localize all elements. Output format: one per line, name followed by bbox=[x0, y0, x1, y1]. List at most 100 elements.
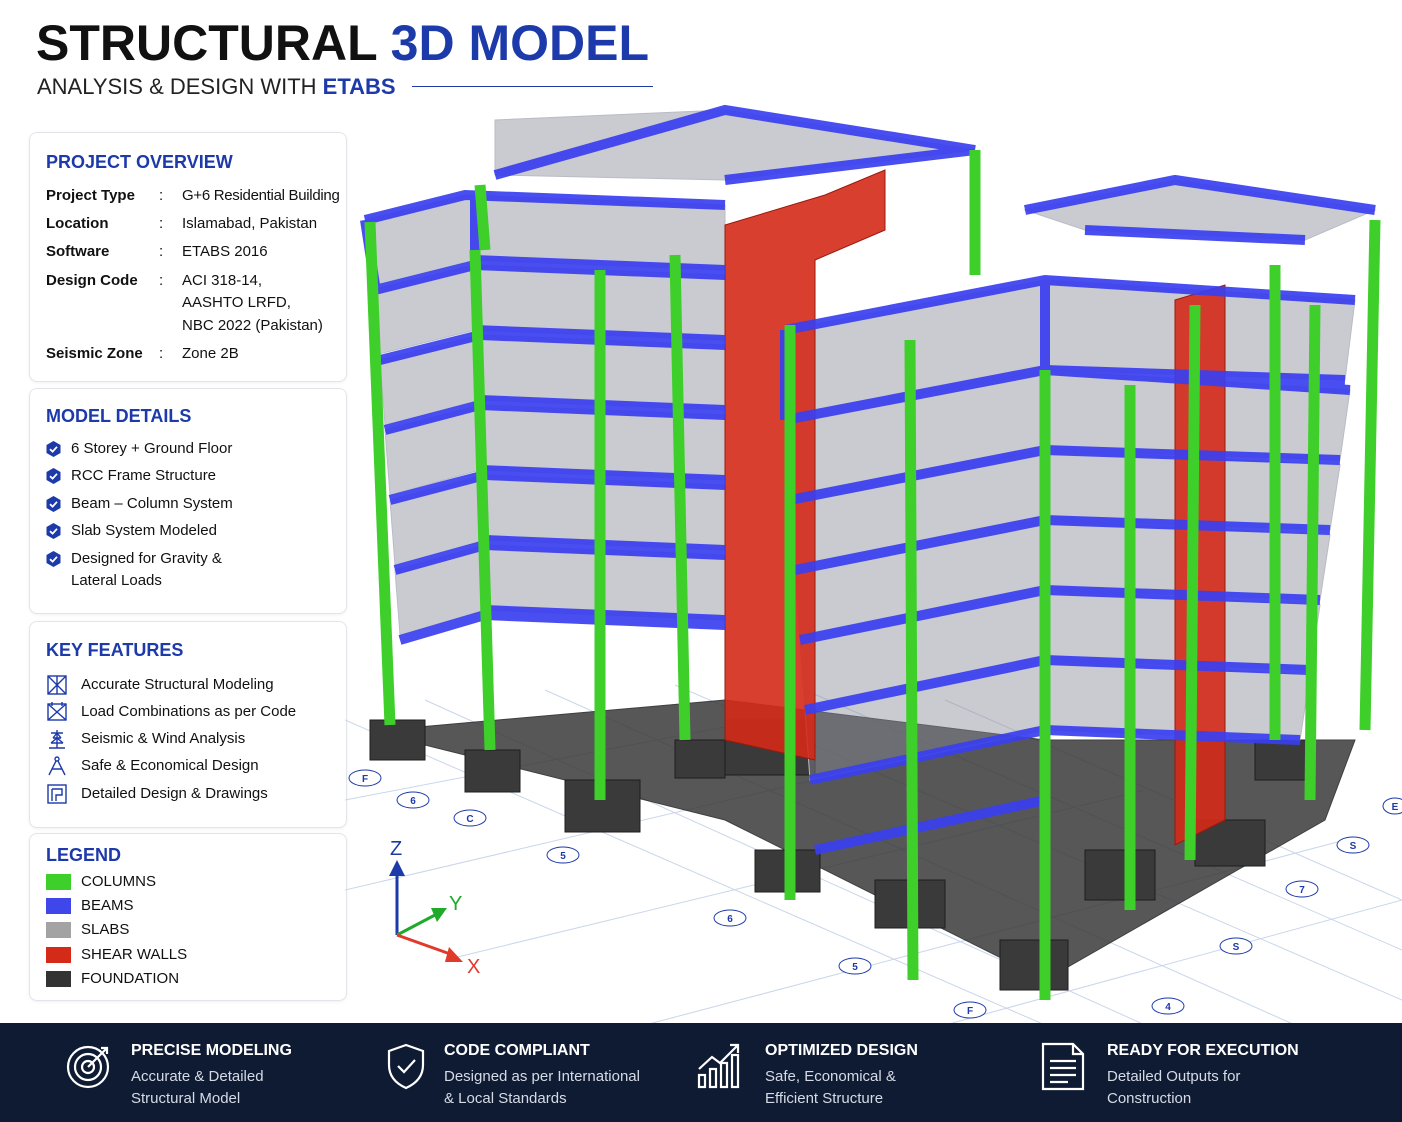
overview-colon: : bbox=[159, 243, 164, 260]
footer-bar: PRECISE MODELING Accurate & Detailed Str… bbox=[0, 1023, 1402, 1122]
svg-text:5: 5 bbox=[852, 962, 858, 973]
y-axis bbox=[396, 913, 436, 937]
subtitle-main: ANALYSIS & DESIGN WITH bbox=[37, 74, 317, 99]
overview-key: Location bbox=[46, 215, 109, 232]
shield-check-icon bbox=[387, 1043, 425, 1090]
key-feature-label: Safe & Economical Design bbox=[81, 757, 259, 774]
svg-text:6: 6 bbox=[727, 914, 733, 925]
x-axis bbox=[396, 933, 454, 957]
model-detail-label: Slab System Modeled bbox=[71, 522, 217, 539]
footer-title: READY FOR EXECUTION bbox=[1107, 1042, 1299, 1059]
grid-bubble: 6 bbox=[396, 791, 430, 809]
seismic-tower-icon bbox=[49, 730, 65, 749]
footer-item-ready-for-execution: READY FOR EXECUTION Detailed Outputs for… bbox=[1040, 1023, 1380, 1122]
legend-swatch bbox=[46, 922, 71, 938]
legend-label: BEAMS bbox=[81, 897, 134, 914]
footer-item-precise-modeling: PRECISE MODELING Accurate & Detailed Str… bbox=[65, 1023, 365, 1122]
blueprint-drawing-icon bbox=[47, 784, 67, 804]
overview-value: G+6 Residential Building bbox=[182, 187, 340, 204]
project-overview-heading: PROJECT OVERVIEW bbox=[46, 152, 233, 172]
svg-text:C: C bbox=[466, 814, 473, 825]
key-features-heading: KEY FEATURES bbox=[46, 640, 184, 660]
model-details-card: MODEL DETAILS 6 Storey + Ground Floor RC… bbox=[29, 388, 347, 614]
check-badge-icon bbox=[46, 523, 61, 539]
check-badge-icon bbox=[46, 551, 61, 567]
subtitle-divider bbox=[412, 86, 653, 87]
key-feature-label: Accurate Structural Modeling bbox=[81, 676, 274, 693]
overview-value-line: AASHTO LRFD, bbox=[182, 294, 291, 311]
key-features-card: KEY FEATURES Accurate Structural Modelin… bbox=[29, 621, 347, 828]
page-subtitle: ANALYSIS & DESIGN WITH ETABS bbox=[37, 74, 396, 100]
legend-label: SHEAR WALLS bbox=[81, 946, 188, 963]
coordinate-axes: Z Y X bbox=[389, 838, 480, 978]
grid-bubble: 5 bbox=[838, 957, 872, 975]
footer-desc-line: Accurate & Detailed bbox=[131, 1068, 264, 1085]
svg-text:5: 5 bbox=[560, 851, 566, 862]
x-axis-label: X bbox=[467, 956, 480, 978]
footer-desc-line: Structural Model bbox=[131, 1090, 241, 1107]
title-main: STRUCTURAL bbox=[36, 15, 377, 71]
model-detail-label: 6 Storey + Ground Floor bbox=[71, 440, 233, 457]
footer-title: CODE COMPLIANT bbox=[444, 1042, 590, 1059]
grid-bubble: C bbox=[453, 809, 487, 827]
overview-key: Software bbox=[46, 243, 110, 260]
overview-key: Project Type bbox=[46, 187, 135, 204]
overview-value: Islamabad, Pakistan bbox=[182, 215, 318, 232]
grid-bubble: S bbox=[1336, 836, 1370, 854]
structural-3d-model: F 6 C 5 6 5 F 4 S 7 S E bbox=[345, 104, 1402, 1025]
title-accent: 3D MODEL bbox=[390, 15, 649, 71]
overview-colon: : bbox=[159, 215, 164, 232]
columns bbox=[364, 150, 1381, 1000]
check-badge-icon bbox=[46, 468, 61, 484]
check-badge-icon bbox=[46, 441, 61, 457]
svg-text:4: 4 bbox=[1165, 1002, 1171, 1013]
svg-text:E: E bbox=[1392, 802, 1399, 813]
legend-card: LEGEND COLUMNS BEAMS SLABS SHEAR WALLS F… bbox=[29, 833, 347, 1001]
subtitle-accent: ETABS bbox=[322, 74, 396, 99]
overview-value-line: ACI 318-14, bbox=[182, 272, 263, 289]
footer-item-optimized-design: OPTIMIZED DESIGN Safe, Economical & Effi… bbox=[696, 1023, 996, 1122]
overview-key: Seismic Zone bbox=[46, 345, 143, 362]
svg-text:6: 6 bbox=[410, 796, 416, 807]
key-feature-label: Seismic & Wind Analysis bbox=[81, 730, 246, 747]
svg-text:S: S bbox=[1233, 942, 1240, 953]
footer-title: OPTIMIZED DESIGN bbox=[765, 1042, 918, 1059]
svg-text:S: S bbox=[1350, 841, 1357, 852]
svg-text:7: 7 bbox=[1299, 885, 1305, 896]
target-icon bbox=[66, 1045, 110, 1089]
z-axis-label: Z bbox=[390, 838, 402, 860]
overview-key: Design Code bbox=[46, 272, 138, 289]
project-overview-card: PROJECT OVERVIEW Project Type : G+6 Resi… bbox=[29, 132, 347, 382]
load-combination-icon bbox=[47, 702, 67, 721]
footer-desc-line: Designed as per International bbox=[444, 1068, 640, 1085]
grid-bubble: S bbox=[1219, 937, 1253, 955]
overview-value: Zone 2B bbox=[182, 345, 239, 362]
grid-bubble: 6 bbox=[713, 909, 747, 927]
grid-bubble: F bbox=[953, 1001, 987, 1019]
model-detail-label-continued: Lateral Loads bbox=[71, 572, 162, 589]
overview-colon: : bbox=[159, 345, 164, 362]
check-badge-icon bbox=[46, 496, 61, 512]
legend-swatch bbox=[46, 947, 71, 963]
key-feature-label: Detailed Design & Drawings bbox=[81, 785, 268, 802]
legend-label: SLABS bbox=[81, 921, 130, 938]
grid-bubble: F bbox=[348, 769, 382, 787]
footer-desc-line: Detailed Outputs for bbox=[1107, 1068, 1241, 1085]
footer-desc-line: Safe, Economical & bbox=[765, 1068, 896, 1085]
model-detail-label: Beam – Column System bbox=[71, 495, 233, 512]
legend-swatch bbox=[46, 971, 71, 987]
model-details-heading: MODEL DETAILS bbox=[46, 406, 192, 426]
model-detail-label: RCC Frame Structure bbox=[71, 467, 217, 484]
overview-colon: : bbox=[159, 187, 164, 204]
legend-heading: LEGEND bbox=[46, 845, 122, 865]
footer-desc-line: & Local Standards bbox=[444, 1090, 567, 1107]
footer-title: PRECISE MODELING bbox=[131, 1042, 292, 1059]
compass-drafting-icon bbox=[48, 756, 66, 776]
overview-colon: : bbox=[159, 272, 164, 289]
x-arrow-icon bbox=[445, 947, 463, 962]
grid-bubbles: F 6 C 5 6 5 F 4 S 7 S E bbox=[348, 769, 1402, 1019]
y-arrow-icon bbox=[431, 908, 447, 922]
grid-bubble: 7 bbox=[1285, 880, 1319, 898]
grid-bubble: 4 bbox=[1151, 997, 1185, 1015]
grid-bubble: 5 bbox=[546, 846, 580, 864]
